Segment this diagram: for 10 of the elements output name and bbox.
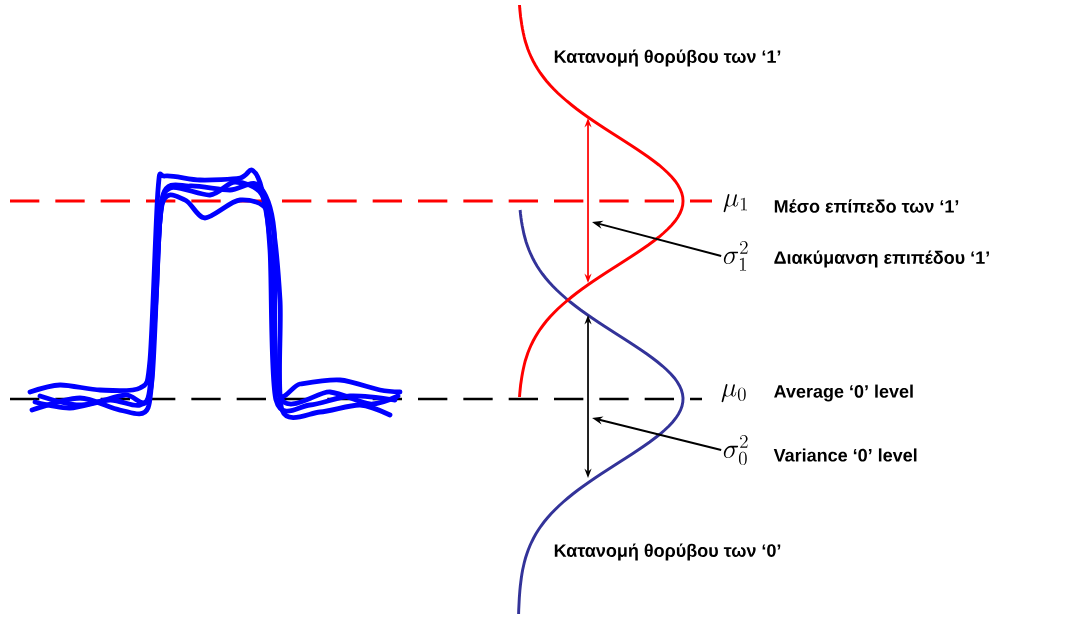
math-symbol: $\sigma_0^2$ [723, 435, 748, 466]
math-symbol: $\sigma_1^2$ [723, 241, 748, 271]
math-symbol: $\mu_1$ [723, 194, 747, 213]
text-label: Μέσο επίπεδο των ‘1’ [774, 199, 959, 213]
text-label: Διακύμανση επιπέδου ‘1’ [774, 250, 989, 268]
text-label: Variance ‘0’ level [773, 448, 917, 462]
text-label: Κατανομή θορύβου των ‘0’ [554, 543, 781, 561]
text-label: Average ‘0’ level [774, 384, 913, 402]
text-label: Κατανομή θορύβου των ‘1’ [554, 49, 781, 67]
math-symbol: $\mu_0$ [721, 384, 746, 403]
